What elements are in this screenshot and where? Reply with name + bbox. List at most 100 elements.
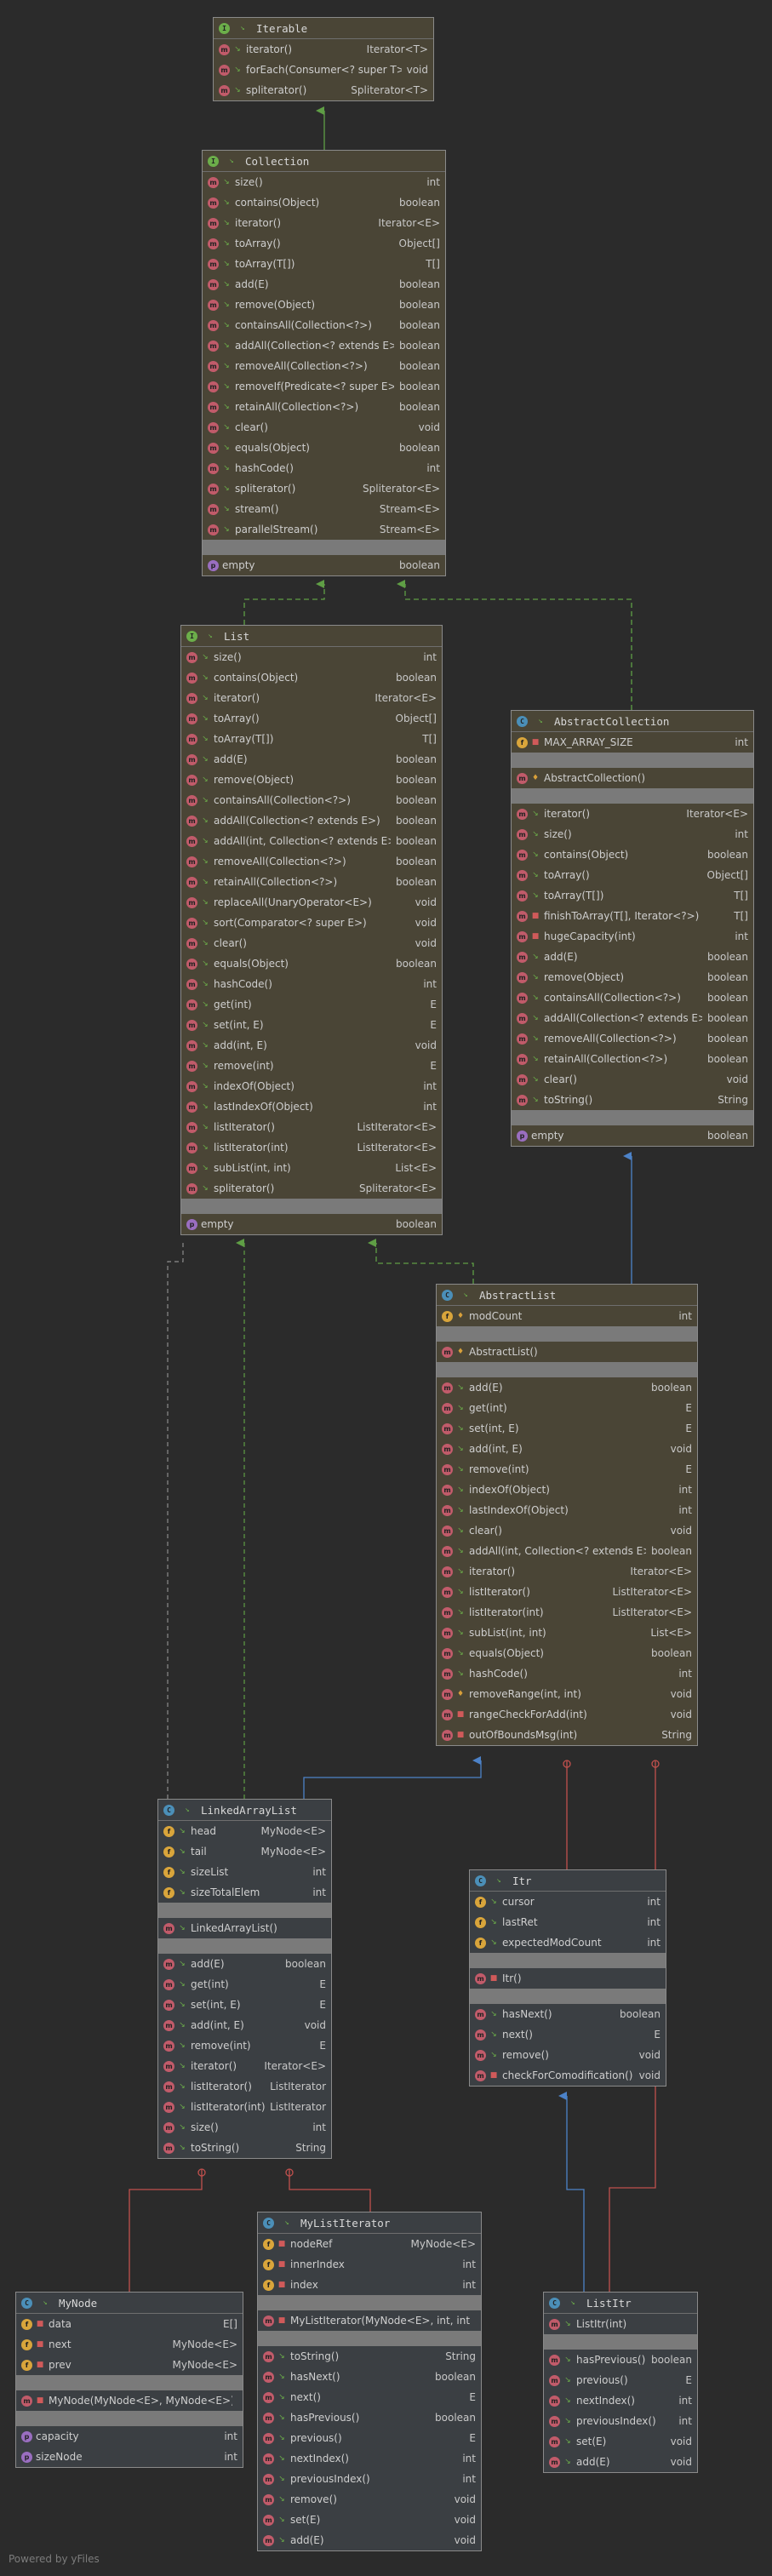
method-row[interactable]: m↘iterator()Iterator<E> [203,213,445,233]
method-row[interactable]: m↘hashCode()int [181,974,442,994]
method-row[interactable]: m↘add(E)boolean [203,274,445,295]
method-row[interactable]: m↘size()int [181,647,442,667]
method-row[interactable]: m↘nextIndex()int [258,2448,481,2469]
method-row[interactable]: m↘get(int)E [181,994,442,1015]
class-header[interactable]: I↘Iterable [214,18,433,39]
method-row[interactable]: m↘next()E [258,2387,481,2407]
method-row[interactable]: m↘listIterator(int)ListIterator<E> [181,1137,442,1158]
method-row[interactable]: m↘removeIf(Predicate<? super E>)boolean [203,376,445,397]
constructor-row[interactable]: m↘LinkedArrayList() [158,1918,331,1938]
method-row[interactable]: m↘set(int, E)E [158,1995,331,2015]
method-row[interactable]: m↘remove(Object)boolean [512,967,753,987]
constructor-row[interactable]: m■MyListIterator(MyNode<E>, int, int) [258,2310,481,2331]
method-row[interactable]: m↘add(E)boolean [158,1954,331,1974]
method-row[interactable]: m↘add(int, E)void [158,2015,331,2035]
method-row[interactable]: m↘size()int [158,2117,331,2138]
method-row[interactable]: m↘previous()E [544,2370,697,2390]
method-row[interactable]: m↘add(E)void [258,2530,481,2550]
class-header[interactable]: C↘MyListIterator [258,2212,481,2234]
class-header[interactable]: C↘LinkedArrayList [158,1800,331,1821]
method-row[interactable]: m↘listIterator(int)ListIterator [158,2097,331,2117]
method-row[interactable]: m↘remove(int)E [158,2035,331,2056]
method-row[interactable]: m↘equals(Object)boolean [181,953,442,974]
method-row[interactable]: m■checkForComodification()void [470,2065,666,2086]
method-row[interactable]: m↘hasNext()boolean [258,2367,481,2387]
method-row[interactable]: m↘add(E)boolean [181,749,442,770]
method-row[interactable]: m■finishToArray(T[], Iterator<?>)T[] [512,906,753,926]
method-row[interactable]: m↘replaceAll(UnaryOperator<E>)void [181,892,442,913]
method-row[interactable]: m↘equals(Object)boolean [203,438,445,458]
method-row[interactable]: m↘listIterator()ListIterator<E> [437,1582,697,1602]
method-row[interactable]: m↘previousIndex()int [258,2469,481,2489]
class-header[interactable]: C↘ListItr [544,2293,697,2314]
method-row[interactable]: m↘remove(Object)boolean [181,770,442,790]
method-row[interactable]: m↘lastIndexOf(Object)int [181,1096,442,1117]
class-header[interactable]: I↘Collection [203,151,445,172]
method-row[interactable]: m↘size()int [512,824,753,844]
method-row[interactable]: m↘next()E [470,2024,666,2045]
method-row[interactable]: m↘retainAll(Collection<?>)boolean [181,872,442,892]
method-row[interactable]: m↘addAll(int, Collection<? extends E>)bo… [437,1541,697,1561]
method-row[interactable]: m↘hashCode()int [203,458,445,478]
method-row[interactable]: m↘hasNext()boolean [470,2004,666,2024]
method-row[interactable]: m↘set(int, E)E [437,1418,697,1439]
method-row[interactable]: m↘addAll(Collection<? extends E>)boolean [512,1008,753,1028]
method-row[interactable]: m↘spliterator()Spliterator<E> [181,1178,442,1199]
method-row[interactable]: m↘retainAll(Collection<?>)boolean [203,397,445,417]
method-row[interactable]: m↘get(int)E [437,1398,697,1418]
method-row[interactable]: m↘forEach(Consumer<? super T>)void [214,60,433,80]
method-row[interactable]: m↘add(int, E)void [437,1439,697,1459]
class-header[interactable]: C↘AbstractList [437,1285,697,1306]
method-row[interactable]: m■outOfBoundsMsg(int)String [437,1725,697,1745]
method-row[interactable]: m■rangeCheckForAdd(int)void [437,1704,697,1725]
class-header[interactable]: C↘Itr [470,1870,666,1892]
method-row[interactable]: m↘iterator()Iterator<E> [158,2056,331,2076]
method-row[interactable]: m↘iterator()Iterator<E> [512,804,753,824]
method-row[interactable]: m↘hasPrevious()boolean [258,2407,481,2428]
method-row[interactable]: m↘contains(Object)boolean [203,192,445,213]
method-row[interactable]: m↘add(E)boolean [512,947,753,967]
constructor-row[interactable]: m■MyNode(MyNode<E>, MyNode<E>) [16,2390,243,2411]
method-row[interactable]: m↘containsAll(Collection<?>)boolean [203,315,445,335]
method-row[interactable]: m↘iterator()Iterator<E> [181,688,442,708]
method-row[interactable]: m↘remove(int)E [181,1056,442,1076]
method-row[interactable]: m↘toString()String [158,2138,331,2158]
method-row[interactable]: m↘toArray(T[])T[] [181,729,442,749]
method-row[interactable]: m↘toArray()Object[] [512,865,753,885]
method-row[interactable]: m↘contains(Object)boolean [512,844,753,865]
method-row[interactable]: m↘subList(int, int)List<E> [181,1158,442,1178]
method-row[interactable]: m↘removeAll(Collection<?>)boolean [203,356,445,376]
method-row[interactable]: m↘toString()String [258,2346,481,2367]
method-row[interactable]: m♦removeRange(int, int)void [437,1684,697,1704]
constructor-row[interactable]: m■Itr() [470,1968,666,1989]
method-row[interactable]: m↘retainAll(Collection<?>)boolean [512,1049,753,1069]
method-row[interactable]: m↘iterator()Iterator<T> [214,39,433,60]
method-row[interactable]: m↘addAll(Collection<? extends E>)boolean [203,335,445,356]
method-row[interactable]: m↘stream()Stream<E> [203,499,445,519]
method-row[interactable]: m↘iterator()Iterator<E> [437,1561,697,1582]
method-row[interactable]: m↘equals(Object)boolean [437,1643,697,1663]
